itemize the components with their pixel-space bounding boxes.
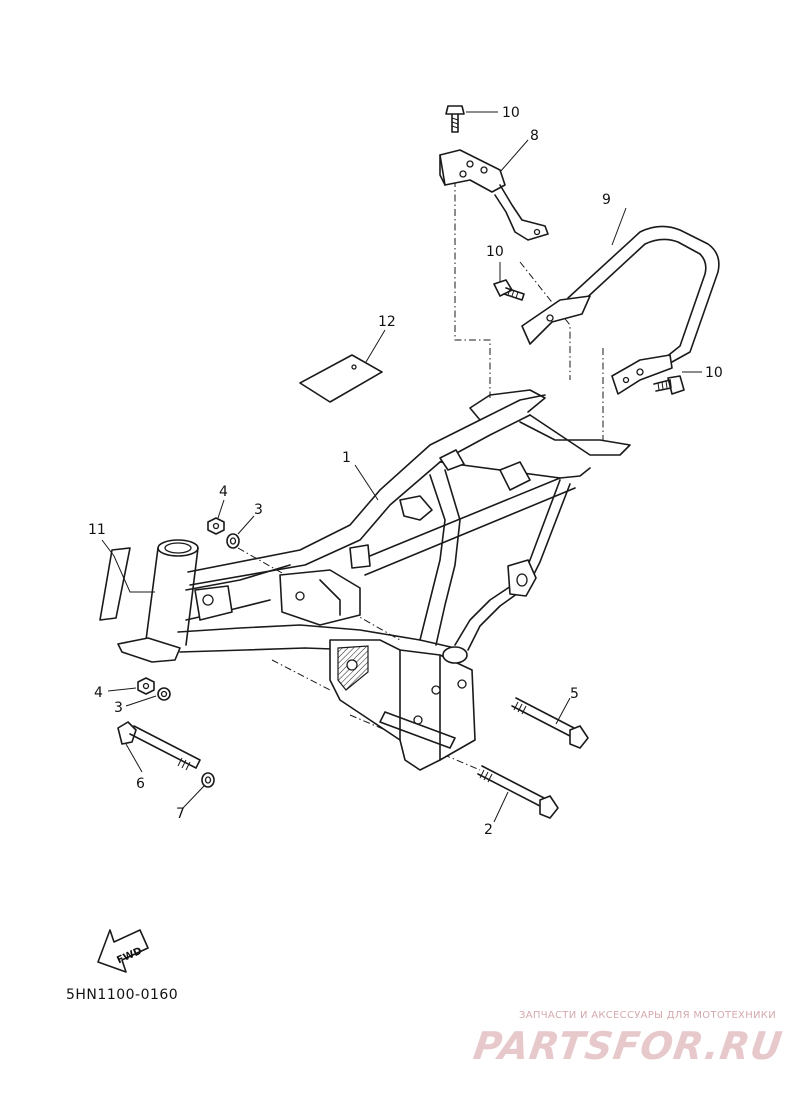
washer-lower [157, 687, 171, 701]
callout-10-mid: 10 [486, 244, 504, 260]
callout-3-lower: 3 [114, 700, 123, 716]
bolt-right [653, 375, 685, 395]
frame [117, 389, 631, 771]
bolt-upper [511, 697, 589, 749]
watermark-logo: PARTSFOR.RU [470, 1024, 786, 1068]
leader-lines [101, 111, 702, 823]
part-code: 5HN1100-0160 [66, 987, 179, 1003]
bolt-front [117, 721, 201, 771]
callout-12: 12 [378, 314, 396, 330]
grab-bar [521, 225, 720, 395]
callouts: 1 2 3 3 4 4 5 6 7 8 9 10 10 10 11 12 [88, 105, 723, 838]
seat-bracket [439, 149, 549, 241]
nut-upper [207, 517, 225, 535]
callout-1: 1 [342, 450, 351, 466]
bolt-rear [477, 765, 559, 819]
callout-4-upper: 4 [219, 484, 228, 500]
collar [201, 772, 215, 788]
washer-upper [226, 533, 240, 549]
label-head [99, 547, 131, 621]
bolt-top [445, 105, 465, 133]
callout-9: 9 [602, 192, 611, 208]
callout-2: 2 [484, 822, 493, 838]
callout-8: 8 [530, 128, 539, 144]
callout-5: 5 [570, 686, 579, 702]
label-plate [299, 354, 383, 403]
callout-3-upper: 3 [254, 502, 263, 518]
callout-7: 7 [176, 806, 185, 822]
fwd-arrow-icon: FWD [97, 929, 149, 973]
callout-6: 6 [136, 776, 145, 792]
callout-11: 11 [88, 522, 106, 538]
watermark-subtitle: ЗАПЧАСТИ И АКСЕССУАРЫ ДЛЯ МОТОТЕХНИКИ [519, 1010, 776, 1021]
callout-10-top: 10 [502, 105, 520, 121]
callout-4-lower: 4 [94, 685, 103, 701]
nut-lower [137, 677, 155, 695]
callout-10-right: 10 [705, 365, 723, 381]
bolt-mid [493, 279, 525, 301]
